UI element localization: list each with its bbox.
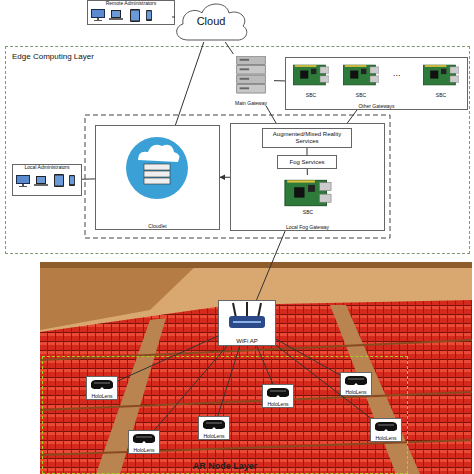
- hololens-device: HoloLens: [128, 430, 160, 454]
- node-label: HoloLens: [345, 390, 366, 396]
- ellipsis-label: ...: [393, 68, 401, 78]
- sbc-board: SBC: [420, 60, 462, 98]
- connector-line: [307, 148, 308, 155]
- node-label: SBC: [306, 93, 316, 99]
- sbc-board: SBC: [290, 60, 332, 98]
- connector-line: [257, 231, 286, 300]
- node-label: Augmented/Mixed Reality Services: [263, 131, 351, 144]
- sbc-board: SBC: [340, 60, 382, 98]
- connector-line: [266, 106, 276, 123]
- wifi-ap: WiFi AP: [218, 300, 276, 346]
- node-label: Cloud: [197, 15, 226, 27]
- service-box: Augmented/Mixed Reality Services: [262, 128, 352, 148]
- connector-line: [274, 80, 285, 81]
- cloud-shape: Cloud: [172, 0, 250, 42]
- node-label: Main Gateway: [235, 101, 267, 107]
- hololens-device: HoloLens: [370, 418, 402, 442]
- fog-gateway-box: Local Fog Gateway Augmented/Mixed Reality…: [230, 123, 385, 231]
- gateway-server: Main Gateway: [228, 54, 274, 106]
- connector-line: [175, 42, 203, 125]
- connector-line: [257, 346, 273, 384]
- node-label: HoloLens: [91, 394, 112, 400]
- node-label: Remote Administrators: [106, 1, 157, 7]
- connector-line: [118, 336, 218, 381]
- connector-line: [276, 339, 340, 375]
- cloud-outline: [177, 4, 247, 40]
- cloudlet-box: Cloudlet: [95, 125, 220, 230]
- sbc-board: SBC: [275, 175, 341, 215]
- node-label: SBC: [303, 210, 313, 216]
- node-label: HoloLens: [203, 434, 224, 440]
- node-label: Fog Services: [289, 159, 324, 166]
- node-label: SBC: [356, 93, 366, 99]
- node-label: WiFi AP: [236, 338, 257, 345]
- connector-line: [307, 169, 308, 175]
- connector-line: [172, 16, 175, 17]
- node-label: Local Administrators: [24, 165, 69, 171]
- admin-box: Local Administrators: [12, 164, 82, 196]
- node-label: HoloLens: [375, 436, 396, 442]
- node-label: Local Fog Gateway: [286, 225, 329, 231]
- node-label: Other Gateways: [358, 104, 394, 110]
- gateway-group: Other Gateways SBC SBC SBC: [285, 57, 468, 110]
- hololens-device: HoloLens: [198, 416, 230, 440]
- connector-line: [154, 346, 227, 430]
- connector-line: [225, 42, 233, 54]
- node-label: HoloLens: [133, 448, 154, 454]
- node-label: AR Node Layer: [193, 462, 258, 472]
- hololens-device: HoloLens: [86, 376, 118, 400]
- hololens-device: HoloLens: [262, 384, 294, 408]
- node-label: Edge Computing Layer: [12, 53, 94, 62]
- node-label: HoloLens: [267, 402, 288, 408]
- node-label: SBC: [436, 93, 446, 99]
- connector-line: [276, 345, 370, 418]
- connector-line: [220, 177, 230, 178]
- connector-line: [347, 110, 357, 123]
- connector-line: [218, 346, 240, 416]
- service-box: Fog Services: [277, 155, 337, 169]
- node-label: Cloudlet: [148, 224, 166, 230]
- hololens-device: HoloLens: [340, 372, 372, 396]
- connector-line: [82, 178, 95, 179]
- admin-box: Remote Administrators: [87, 0, 175, 25]
- layer-band: AR Node LayerHoloLensHoloLensHoloLensHol…: [42, 356, 408, 474]
